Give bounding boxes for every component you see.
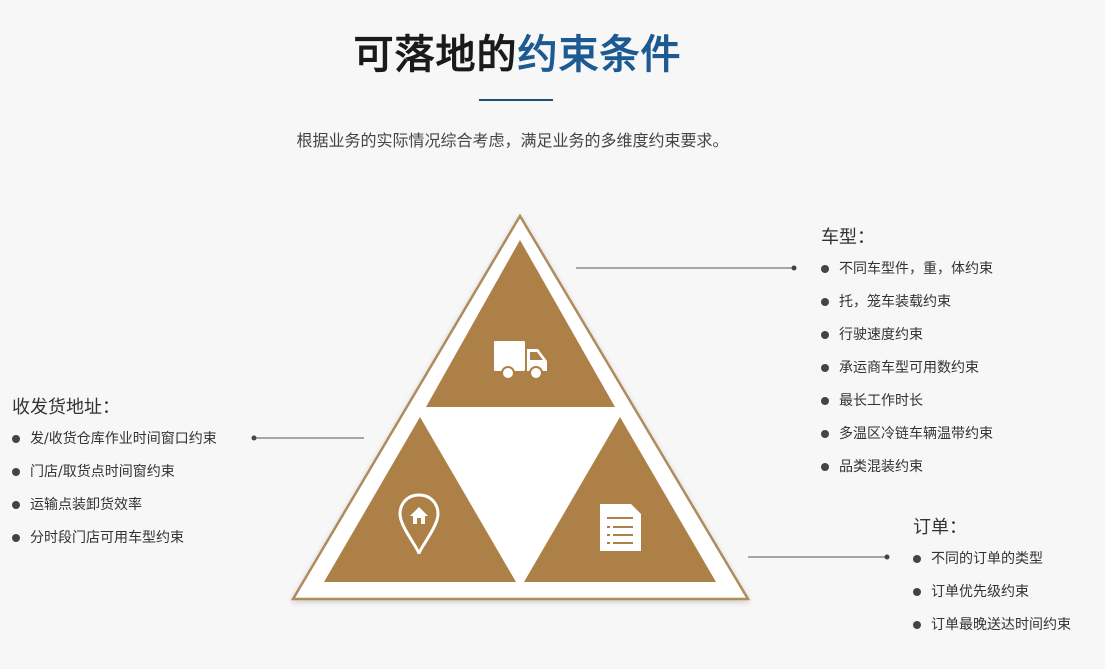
list-item-text: 订单优先级约束 <box>931 584 1029 600</box>
list-item: 承运商车型可用数约束 <box>821 358 993 391</box>
bullet-dot <box>913 588 921 596</box>
address-list: 发/收货仓库作业时间窗口约束 门店/取货点时间窗约束 运输点装卸货效率 分时段门… <box>12 429 217 561</box>
list-item: 订单优先级约束 <box>913 582 1071 615</box>
bullet-dot <box>821 430 829 438</box>
list-item-text: 不同车型件，重，体约束 <box>839 261 993 277</box>
bullet-dot <box>913 621 921 629</box>
title-underline <box>479 99 553 101</box>
list-item-text: 门店/取货点时间窗约束 <box>30 464 175 480</box>
list-item: 不同车型件，重，体约束 <box>821 259 993 292</box>
bullet-dot <box>821 265 829 273</box>
list-item-text: 运输点装卸货效率 <box>30 497 142 513</box>
list-item-text: 多温区冷链车辆温带约束 <box>839 426 993 442</box>
list-item: 不同的订单的类型 <box>913 549 1071 582</box>
bullet-dot <box>821 397 829 405</box>
vehicle-constraints-group: 车型： 不同车型件，重，体约束 托，笼车装载约束 行驶速度约束 承运商车型可用数… <box>821 223 993 490</box>
title-main: 可落地的 <box>353 32 518 78</box>
list-item-text: 托，笼车装载约束 <box>839 294 951 310</box>
list-item: 发/收货仓库作业时间窗口约束 <box>12 429 217 462</box>
triangle-right <box>524 417 716 582</box>
truck-icon <box>494 341 547 380</box>
bullet-dot <box>821 331 829 339</box>
page-title: 可落地的约束条件 <box>0 22 1035 80</box>
address-group-title: 收发货地址： <box>12 397 120 418</box>
bullet-dot <box>12 534 20 542</box>
bullet-dot <box>12 468 20 476</box>
list-item-text: 分时段门店可用车型约束 <box>30 530 184 546</box>
list-item-text: 承运商车型可用数约束 <box>839 360 979 376</box>
bullet-dot <box>821 463 829 471</box>
order-constraints-group: 订单： 不同的订单的类型 订单优先级约束 订单最晚送达时间约束 <box>913 513 1071 648</box>
list-item-text: 订单最晚送达时间约束 <box>931 617 1071 633</box>
list-item: 多温区冷链车辆温带约束 <box>821 424 993 457</box>
bullet-dot <box>821 298 829 306</box>
triangle-left <box>324 417 516 582</box>
list-item: 分时段门店可用车型约束 <box>12 528 217 561</box>
title-accent: 约束条件 <box>517 32 682 78</box>
list-item: 运输点装卸货效率 <box>12 495 217 528</box>
list-item-text: 不同的订单的类型 <box>931 551 1043 567</box>
connector-address <box>251 435 364 441</box>
list-item-text: 行驶速度约束 <box>839 327 923 343</box>
connector-order <box>748 554 890 560</box>
order-list: 不同的订单的类型 订单优先级约束 订单最晚送达时间约束 <box>913 549 1071 648</box>
vehicle-list: 不同车型件，重，体约束 托，笼车装载约束 行驶速度约束 承运商车型可用数约束 最… <box>821 259 993 490</box>
document-list-icon <box>600 504 641 551</box>
order-group-title: 订单： <box>913 517 967 538</box>
triangle-top <box>426 240 615 407</box>
list-item: 品类混装约束 <box>821 457 993 490</box>
list-item: 门店/取货点时间窗约束 <box>12 462 217 495</box>
vehicle-group-title: 车型： <box>821 227 875 248</box>
page-subtitle: 根据业务的实际情况综合考虑，满足业务的多维度约束要求。 <box>296 131 729 150</box>
location-pin-home-icon <box>398 493 440 555</box>
list-item: 订单最晚送达时间约束 <box>913 615 1071 648</box>
list-item-text: 发/收货仓库作业时间窗口约束 <box>30 431 217 447</box>
bullet-dot <box>913 555 921 563</box>
list-item-text: 品类混装约束 <box>839 459 923 475</box>
list-item: 托，笼车装载约束 <box>821 292 993 325</box>
address-constraints-group: 收发货地址： 发/收货仓库作业时间窗口约束 门店/取货点时间窗约束 运输点装卸货… <box>12 393 217 561</box>
list-item-text: 最长工作时长 <box>839 393 923 409</box>
bullet-dot <box>12 501 20 509</box>
connector-vehicle <box>576 265 797 271</box>
bullet-dot <box>821 364 829 372</box>
bullet-dot <box>12 435 20 443</box>
list-item: 最长工作时长 <box>821 391 993 424</box>
list-item: 行驶速度约束 <box>821 325 993 358</box>
